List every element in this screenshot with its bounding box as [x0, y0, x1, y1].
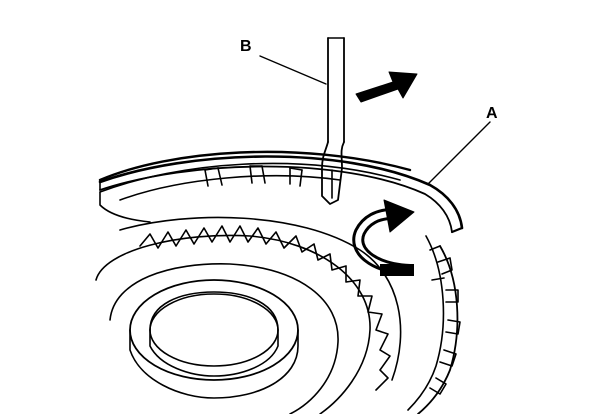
drum-outer-edge — [98, 150, 412, 223]
leader-line-b — [259, 55, 327, 85]
hub-rings — [95, 234, 371, 414]
callout-label-a: A — [486, 105, 498, 122]
screwdriver-b — [321, 37, 345, 205]
inner-gear-teeth — [119, 216, 402, 391]
callout-label-b: B — [240, 38, 252, 55]
outer-ring-right-teeth — [407, 235, 461, 414]
curved-arrow-icon — [352, 199, 415, 276]
snap-ring-a — [98, 155, 464, 234]
arrow-up-right-icon — [355, 71, 418, 103]
clutch-plate-upper-teeth — [119, 165, 341, 201]
leader-line-a — [427, 121, 491, 185]
